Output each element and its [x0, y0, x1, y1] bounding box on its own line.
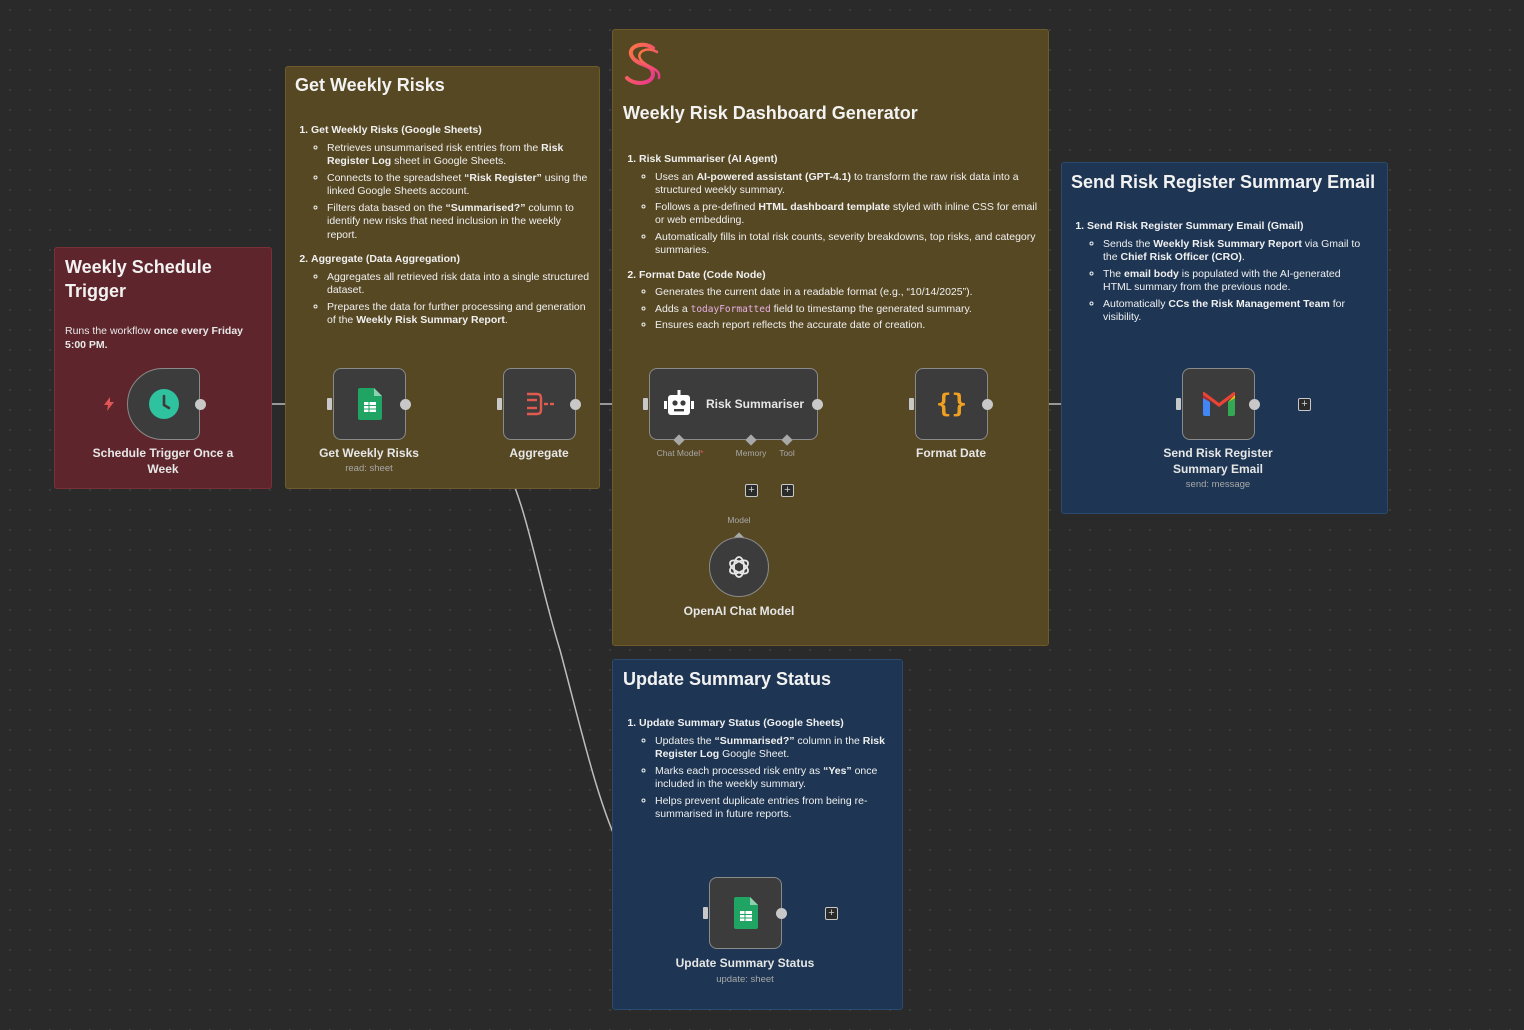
add-after-send-email-button[interactable]: + [1298, 398, 1311, 411]
schedule-output-handle[interactable] [195, 399, 206, 410]
google-sheets-icon [733, 897, 758, 929]
aggregate-node[interactable] [503, 368, 576, 440]
memory-port-label: Memory [735, 448, 767, 458]
schedule-node-label: Schedule Trigger Once a Week [92, 446, 234, 476]
get-risks-output-handle[interactable] [400, 399, 411, 410]
add-memory-button[interactable]: + [745, 484, 758, 497]
update-status-node-label: Update Summary Status [675, 956, 815, 970]
note-title: Get Weekly Risks [295, 75, 445, 95]
gmail-icon [1202, 392, 1235, 416]
update-status-node-subtitle: update: sheet [716, 974, 774, 985]
format-date-node[interactable]: {} [915, 368, 988, 440]
google-sheets-icon [357, 388, 382, 420]
openai-icon [729, 556, 749, 578]
openai-node-label: OpenAI Chat Model [683, 604, 795, 618]
note-title: Update Summary Status [623, 669, 832, 689]
sticky-note-update-status[interactable]: Update Summary Status Update Summary Sta… [612, 659, 903, 1010]
code-braces-icon: {} [935, 389, 968, 419]
send-email-node-subtitle: send: message [1185, 479, 1251, 490]
send-email-input-handle[interactable] [1176, 398, 1181, 410]
robot-icon [664, 390, 694, 415]
note-title: Weekly Risk Dashboard Generator [623, 103, 918, 123]
tool-port-label: Tool [779, 448, 795, 458]
note-body: Risk Summariser (AI Agent) Uses an AI-po… [623, 153, 1041, 336]
format-date-node-label: Format Date [915, 446, 986, 460]
schedule-trigger-node[interactable] [127, 368, 200, 440]
update-status-output-handle[interactable] [776, 908, 787, 919]
update-summary-status-node[interactable] [709, 877, 782, 949]
clock-icon [148, 389, 179, 419]
format-date-output-handle[interactable] [982, 399, 993, 410]
note-title: Weekly Schedule Trigger [65, 257, 212, 301]
brand-logo-icon [623, 42, 663, 88]
chat-model-port-label: Chat Model* [656, 448, 704, 458]
note-title: Send Risk Register Summary Email [1071, 172, 1376, 192]
trigger-bolt-icon [103, 397, 115, 411]
add-tool-button[interactable]: + [781, 484, 794, 497]
aggregate-input-handle[interactable] [497, 398, 502, 410]
aggregate-icon [526, 392, 554, 416]
aggregate-node-label: Aggregate [509, 446, 569, 460]
model-port-label: Model [727, 515, 751, 525]
format-date-input-handle[interactable] [909, 398, 914, 410]
sticky-note-send-email[interactable]: Send Risk Register Summary Email Send Ri… [1061, 162, 1388, 514]
aggregate-output-handle[interactable] [570, 399, 581, 410]
send-email-node[interactable] [1182, 368, 1255, 440]
note-body: Get Weekly Risks (Google Sheets) Retriev… [295, 124, 591, 331]
note-text: Runs the workflow once every Friday 5:00… [65, 325, 243, 351]
risk-summariser-output-handle[interactable] [812, 399, 823, 410]
note-body: Send Risk Register Summary Email (Gmail)… [1071, 220, 1371, 328]
risk-summariser-input-handle[interactable] [643, 398, 648, 410]
update-status-input-handle[interactable] [703, 907, 708, 919]
send-email-node-label: Send Risk Register Summary Email [1163, 446, 1273, 476]
get-risks-input-handle[interactable] [327, 398, 332, 410]
get-risks-node-subtitle: read: sheet [345, 463, 393, 474]
openai-chat-model-node[interactable] [709, 537, 769, 597]
note-body: Update Summary Status (Google Sheets) Up… [623, 717, 895, 825]
add-after-update-status-button[interactable]: + [825, 907, 838, 920]
risk-summariser-node[interactable]: Risk Summariser [649, 368, 818, 440]
risk-summariser-node-label: Risk Summariser [706, 397, 805, 411]
get-weekly-risks-node[interactable] [333, 368, 406, 440]
get-risks-node-label: Get Weekly Risks [319, 446, 419, 460]
send-email-output-handle[interactable] [1249, 399, 1260, 410]
sticky-note-dashboard-generator[interactable]: Weekly Risk Dashboard Generator Risk Sum… [612, 29, 1049, 646]
